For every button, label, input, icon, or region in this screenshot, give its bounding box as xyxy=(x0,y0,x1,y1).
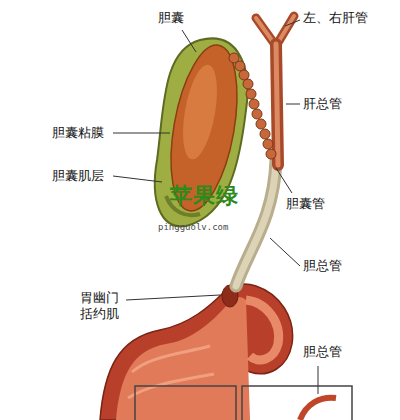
part-label: 胆囊管 xyxy=(286,196,325,212)
duodenum-lumen xyxy=(246,300,279,360)
common-bile-duct xyxy=(236,160,276,286)
watermark-url: pingguolv.com xyxy=(158,222,228,233)
watermark: 苹果绿 xyxy=(170,182,239,210)
part-label: 胆囊 xyxy=(158,10,184,26)
stomach-lumen xyxy=(116,297,250,420)
part-label: 胆总管 xyxy=(303,344,342,360)
inset-frame xyxy=(135,386,236,420)
part-label: 胆总管 xyxy=(303,258,342,274)
common-hepatic-duct-highlight xyxy=(276,44,278,165)
part-label: 胆囊肌层 xyxy=(52,168,104,184)
inset-frame xyxy=(242,386,352,420)
part-label: 左、右肝管 xyxy=(303,10,368,26)
gallbladder-mucosa xyxy=(160,40,248,216)
common-hepatic-duct xyxy=(276,44,278,165)
mucosa-highlight xyxy=(177,62,223,162)
part-label: 胆囊粘膜 xyxy=(52,125,104,141)
stomach-duodenum xyxy=(100,284,293,420)
cystic-duct xyxy=(229,53,276,159)
common-bile-duct-highlight xyxy=(236,160,276,286)
stomach-fold xyxy=(132,346,210,372)
gallbladder-wall xyxy=(155,38,248,226)
part-label: 胃幽门 括约肌 xyxy=(80,290,124,323)
part-label: 肝总管 xyxy=(303,96,342,112)
inset-duct xyxy=(300,398,336,420)
